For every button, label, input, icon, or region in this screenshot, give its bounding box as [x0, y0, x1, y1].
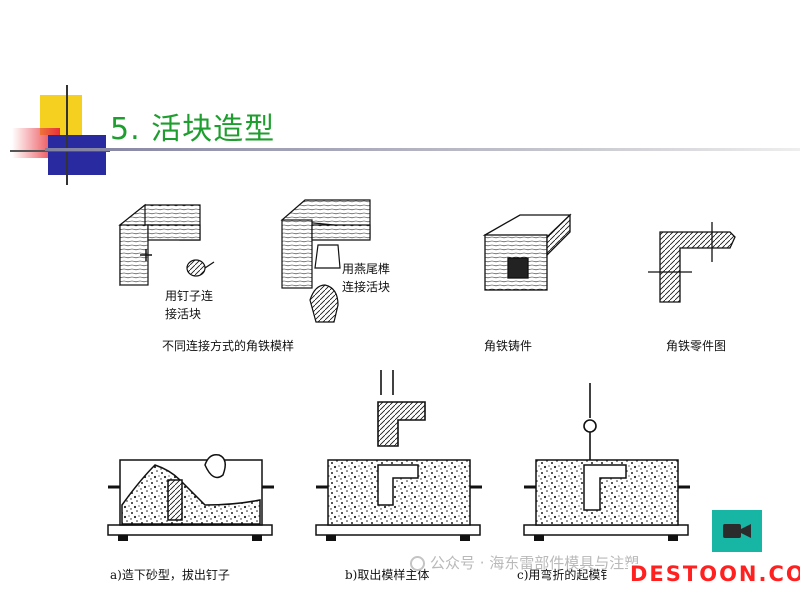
flask-b — [315, 459, 482, 536]
caption-step-c: c)用弯折的起模钅 — [517, 568, 613, 582]
lifting-rod-b — [377, 370, 426, 447]
flask-c — [523, 459, 690, 536]
title-divider — [45, 148, 800, 151]
caption-step-b: b)取出模样主体 — [345, 568, 430, 582]
page-title: 5. 活块造型 — [110, 112, 276, 147]
caption-angle-patterns: 不同连接方式的角铁模样 — [162, 339, 295, 353]
site-logo[interactable]: DESTOON.COM — [630, 562, 800, 586]
angle-part-drawing — [648, 222, 736, 303]
caption-step-a: a)造下砂型，拔出钉子 — [110, 568, 230, 582]
angle-pattern-nail — [118, 203, 215, 287]
video-camera-button[interactable] — [712, 510, 762, 552]
caption-angle-part: 角铁零件图 — [666, 339, 727, 353]
flask-a — [107, 453, 274, 536]
angle-casting — [482, 213, 572, 291]
deco-blue-block — [48, 135, 106, 175]
deco-horizontal-line — [10, 150, 110, 152]
video-camera-icon — [723, 524, 751, 538]
callout-nail: 用钉子连 接活块 — [165, 289, 214, 321]
caption-angle-casting: 角铁铸件 — [484, 339, 533, 353]
flask-feet — [118, 535, 678, 541]
watermark-text: 公众号 · 海东雷部件模具与注塑 — [430, 554, 640, 572]
wechat-icon — [410, 556, 425, 571]
angle-pattern-dovetail — [280, 199, 371, 323]
site-logo-bg — [628, 564, 800, 594]
deco-vertical-line — [66, 85, 68, 185]
callout-dovetail: 用燕尾榫 连接活块 — [342, 262, 391, 294]
